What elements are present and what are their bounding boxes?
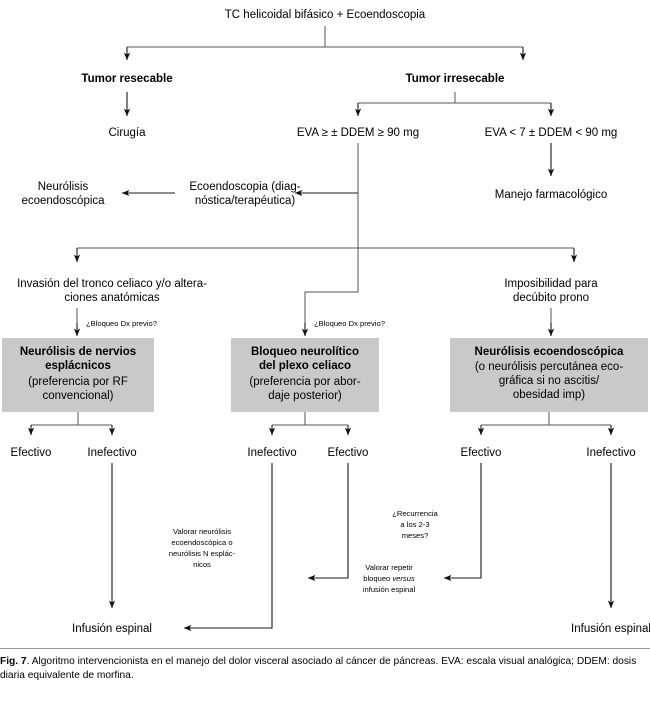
node-tumor-irresecable: Tumor irresecable <box>406 73 505 85</box>
edge-efectivo3-to-valorar-repetir <box>443 463 482 582</box>
algorithm-flowchart: TC helicoidal bifásico + Ecoendoscopia T… <box>2 9 650 635</box>
annotation-valorar-neurolisis-line4: nicos <box>193 560 211 569</box>
outcome-efectivo-2: Efectivo <box>328 447 369 459</box>
valorar-repetir-versus: versus <box>392 574 415 583</box>
node-imposibilidad-line2: decúbito prono <box>513 292 589 304</box>
annotation-valorar-neurolisis-line2: ecoendoscópica o <box>171 538 232 547</box>
node-root: TC helicoidal bifásico + Ecoendoscopia <box>225 9 426 21</box>
node-eva-alta: EVA ≥ ± DDEM ≥ 90 mg <box>297 127 419 139</box>
node-ecoendoscopia-line1: Ecoendoscopia (diag- <box>189 181 300 193</box>
edge-inefectivo2-to-infusion <box>183 463 273 632</box>
box2-line2: del plexo celiaco <box>259 360 351 372</box>
box-neurolisis-esplacnicos[interactable]: Neurólisis de nervios esplácnicos (prefe… <box>2 338 154 412</box>
caption-label: Fig. 7 <box>0 656 27 667</box>
node-cirugia: Cirugía <box>108 127 146 139</box>
box3-line4: obesidad imp) <box>513 389 585 401</box>
annotation-recurrencia-line3: meses? <box>402 531 429 540</box>
outcome-efectivo-1: Efectivo <box>11 447 52 459</box>
valorar-repetir-bloqueo: bloqueo <box>363 574 392 583</box>
node-invasion-line2: ciones anatómicas <box>64 292 159 304</box>
annotation-valorar-neurolisis-line1: Valorar neurólisis <box>173 527 231 536</box>
annotation-valorar-repetir-line2: bloqueo versus <box>363 574 415 583</box>
node-neurolisis-ecoendoscopica-line2: ecoendoscópica <box>21 195 105 207</box>
terminal-infusion-espinal-left: Infusión espinal <box>72 623 152 635</box>
node-tumor-resecable: Tumor resecable <box>81 73 172 85</box>
box-bloqueo-plexo-celiaco[interactable]: Bloqueo neurolítico del plexo celiaco (p… <box>231 338 379 412</box>
node-manejo-farmacologico: Manejo farmacológico <box>495 189 608 201</box>
node-eva-baja: EVA < 7 ± DDEM < 90 mg <box>485 127 618 139</box>
outcome-inefectivo-3: Inefectivo <box>586 447 635 459</box>
box1-line2: esplácnicos <box>45 360 111 372</box>
box2-line3: (preferencia por abor- <box>249 376 360 388</box>
outcome-inefectivo-2: Inefectivo <box>247 447 296 459</box>
box3-line1: Neurólisis ecoendoscópica <box>475 346 625 358</box>
box-neurolisis-ecoendoscopica[interactable]: Neurólisis ecoendoscópica (o neurólisis … <box>450 338 648 412</box>
terminal-infusion-espinal-right: Infusión espinal <box>571 623 650 635</box>
node-neurolisis-ecoendoscopica-line1: Neurólisis <box>38 181 89 193</box>
box3-line2: (o neurólisis percutánea eco- <box>475 361 623 373</box>
annotation-valorar-repetir-line3: infusión espinal <box>363 585 416 594</box>
annotation-recurrencia-line2: a los 2-3 <box>400 520 429 529</box>
node-ecoendoscopia-line2: nóstica/terapéutica) <box>195 195 296 207</box>
box1-line1: Neurólisis de nervios <box>20 346 136 358</box>
outcome-inefectivo-1: Inefectivo <box>87 447 136 459</box>
label-bloqueo-dx-previo-1: ¿Bloqueo Dx previo? <box>86 319 157 328</box>
annotation-recurrencia-line1: ¿Recurrencia <box>392 509 438 518</box>
box1-line3: (preferencia por RF <box>28 376 128 388</box>
box2-line4: daje posterior) <box>268 390 342 402</box>
node-invasion-line1: Invasión del tronco celiaco y/o altera- <box>17 278 207 290</box>
annotation-valorar-repetir-line1: Valorar repetir <box>365 563 413 572</box>
node-imposibilidad-line1: Imposibilidad para <box>504 278 598 290</box>
box3-line3: gráfica si no ascitis/ <box>499 375 600 387</box>
box2-line1: Bloqueo neurolítico <box>251 346 359 358</box>
annotation-valorar-neurolisis-line3: neurólisis N esplác- <box>169 549 236 558</box>
caption-text: . Algoritmo intervencionista en el manej… <box>0 656 637 682</box>
label-bloqueo-dx-previo-2: ¿Bloqueo Dx previo? <box>314 319 385 328</box>
figure-caption: Fig. 7. Algoritmo intervencionista en el… <box>0 648 650 684</box>
outcome-efectivo-3: Efectivo <box>461 447 502 459</box>
edge-efectivo2-to-valorar-repetir <box>307 463 349 582</box>
edge-trunk-elbow-middle <box>304 248 359 323</box>
box1-line4: convencional) <box>43 390 114 402</box>
